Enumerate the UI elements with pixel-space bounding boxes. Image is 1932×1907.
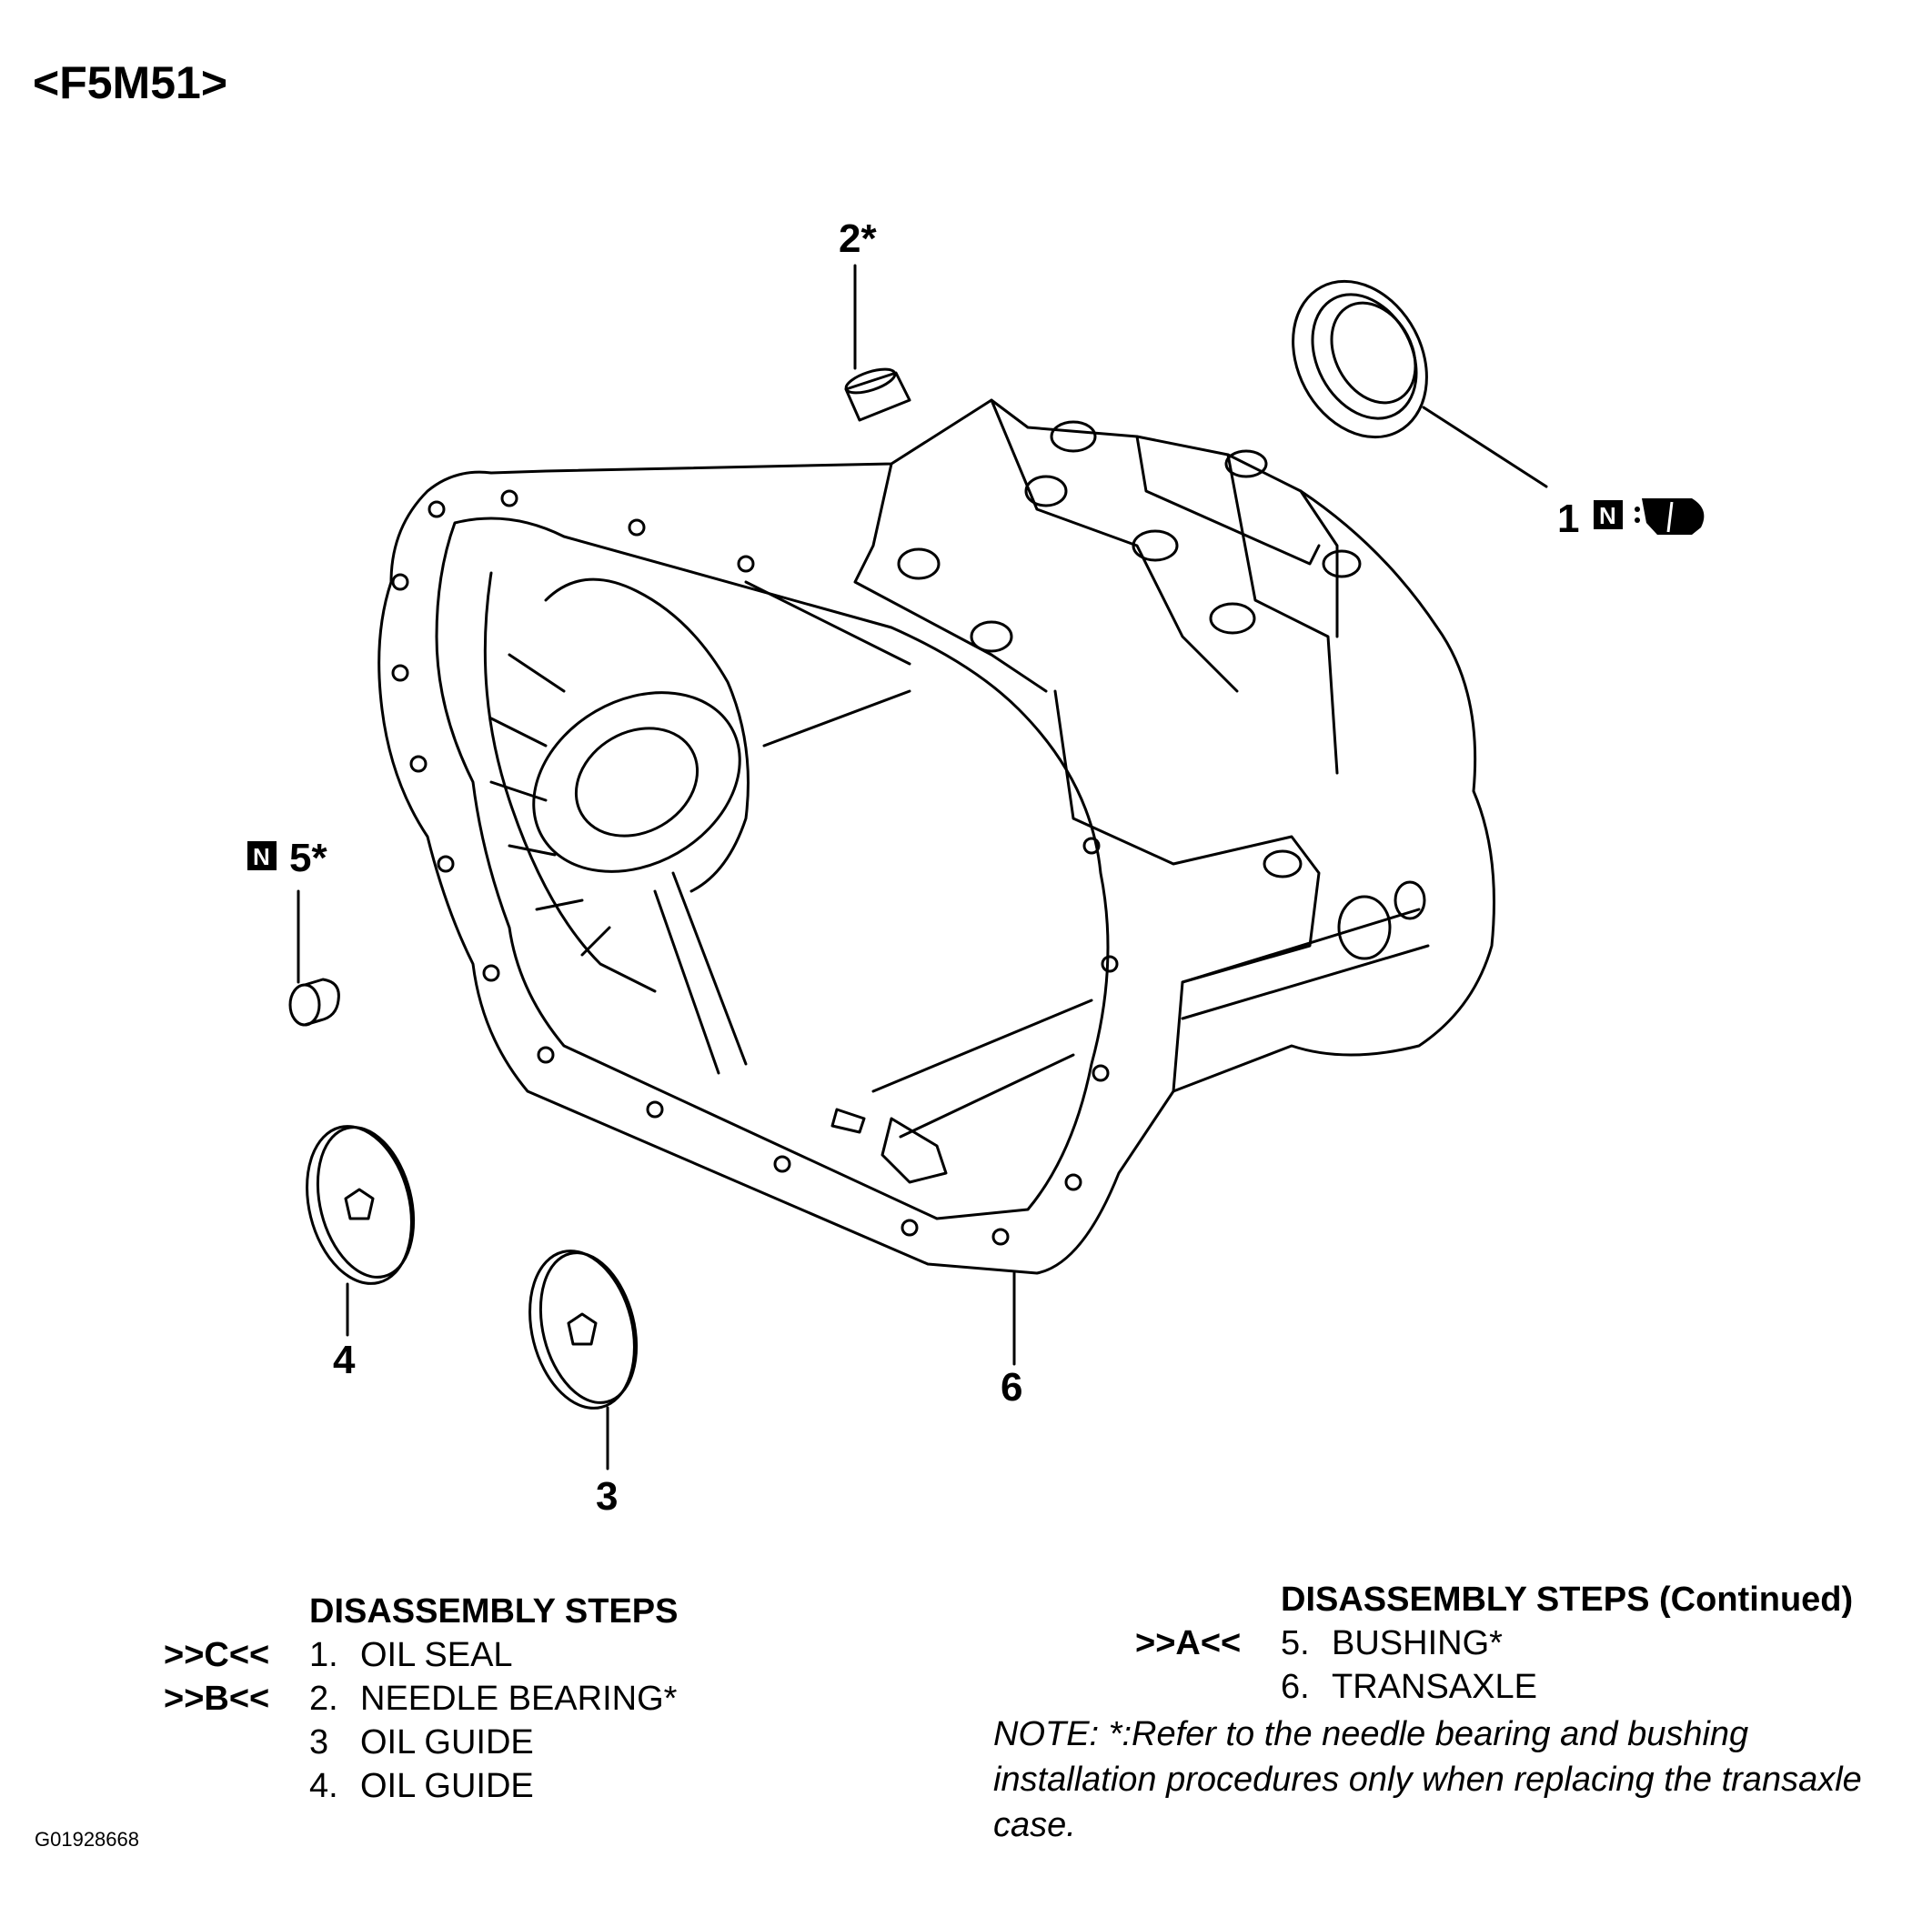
figure-id: G01928668 [35, 1828, 139, 1851]
steps-heading: DISASSEMBLY STEPS [309, 1592, 679, 1631]
n-badge-5-label: N [253, 843, 270, 870]
n-badge-1-label: N [1599, 502, 1616, 529]
list-item: 4. OIL GUIDE [309, 1767, 534, 1805]
list-item: 3 OIL GUIDE [309, 1723, 534, 1761]
oil-seal-part [1292, 279, 1428, 439]
callout-5: 5* [289, 836, 327, 880]
list-item: >>A<< 5. BUSHING* [1135, 1624, 1503, 1662]
page-title: <F5M51> [33, 57, 228, 108]
n-badge-1 [1594, 500, 1623, 529]
callout-4: 4 [333, 1338, 356, 1382]
list-item: >>B<< 2. NEEDLE BEARING* [164, 1680, 678, 1718]
disassembly-steps-right: DISASSEMBLY STEPS (Continued) >>A<< 5. B… [1135, 1578, 1853, 1709]
oil-guide-part-4 [306, 1125, 416, 1285]
grease-icon [1635, 498, 1705, 535]
installation-note: NOTE: *:Refer to the needle bearing and … [993, 1715, 1862, 1844]
leader-line-1 [1422, 406, 1548, 488]
callout-2: 2* [839, 216, 877, 261]
callout-1: 1 [1557, 497, 1579, 541]
needle-bearing-part [844, 367, 911, 422]
oil-guide-part-3 [528, 1250, 639, 1410]
transaxle-case [377, 398, 1495, 1275]
steps-heading-continued: DISASSEMBLY STEPS (Continued) [1281, 1581, 1854, 1619]
disassembly-steps-left: DISASSEMBLY STEPS >>C<< 1. OIL SEAL >>B<… [164, 1590, 678, 1808]
bushing-part [288, 978, 340, 1027]
callout-3: 3 [596, 1474, 618, 1519]
callout-6: 6 [1001, 1365, 1022, 1410]
list-item: 6. TRANSAXLE [1281, 1668, 1537, 1706]
list-item: >>C<< 1. OIL SEAL [164, 1636, 513, 1674]
n-badge-5 [247, 841, 277, 870]
